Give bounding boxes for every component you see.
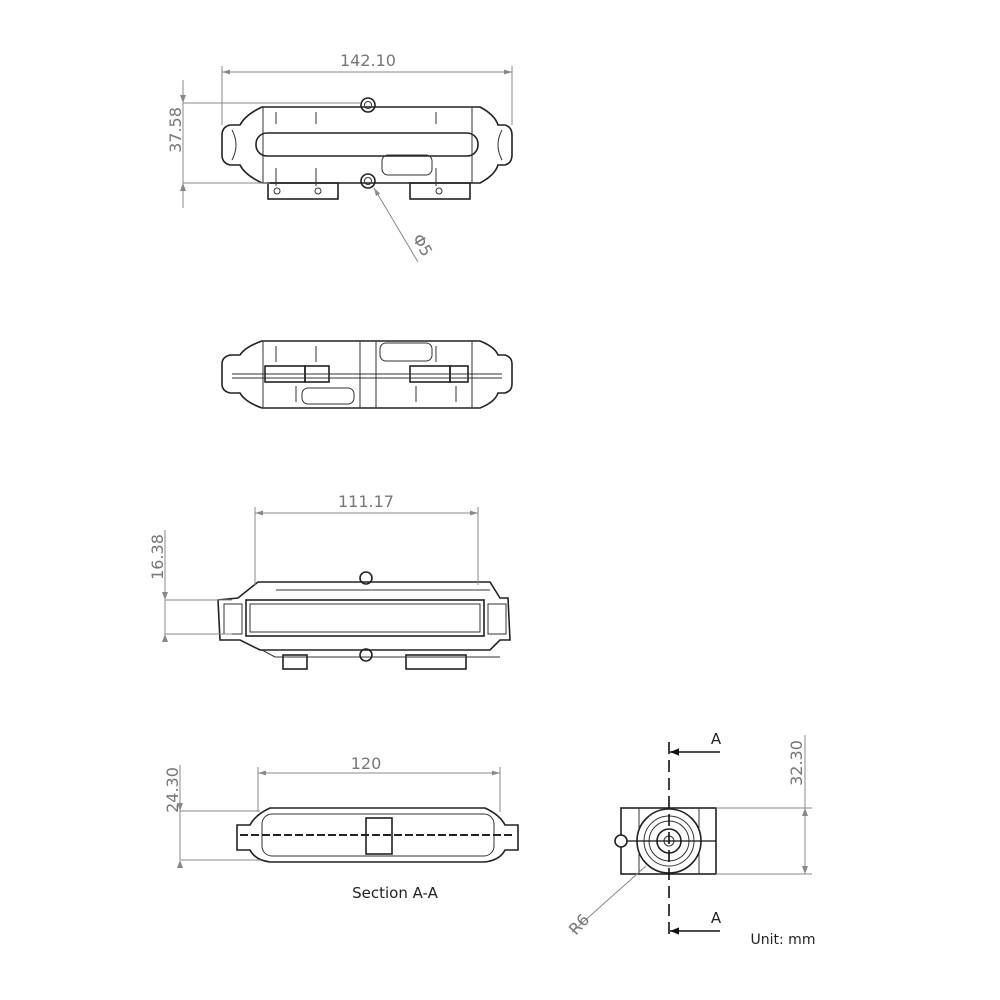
top-view: 142.10 37.58 Φ5 [166,51,513,263]
end-view: A A 32.30 R6 Unit: mm [565,730,816,948]
width-dimension-label: 111.17 [338,492,394,511]
radius-dimension-label: R6 [565,910,593,939]
width-dimension-label: 142.10 [340,51,396,70]
hole-dimension-label: Φ5 [409,231,437,260]
section-view: 120 24.30 Section A-A [163,754,519,902]
height-dimension-label: 24.30 [163,767,182,813]
top-view-outline [221,97,513,200]
front-view: 111.17 16.38 [148,492,511,670]
width-dimension-label: 120 [351,754,382,773]
height-dimension-label: 32.30 [787,740,806,786]
bottom-view [221,340,513,409]
section-marker-top: A [711,730,722,748]
hole-leader-line [373,187,419,263]
height-dimension-label: 16.38 [148,534,167,580]
radius-leader-line [571,865,647,933]
unit-note: Unit: mm [751,932,816,948]
height-dimension-label: 37.58 [166,107,185,153]
section-label: Section A-A [352,884,439,902]
section-marker-bottom: A [711,909,722,927]
